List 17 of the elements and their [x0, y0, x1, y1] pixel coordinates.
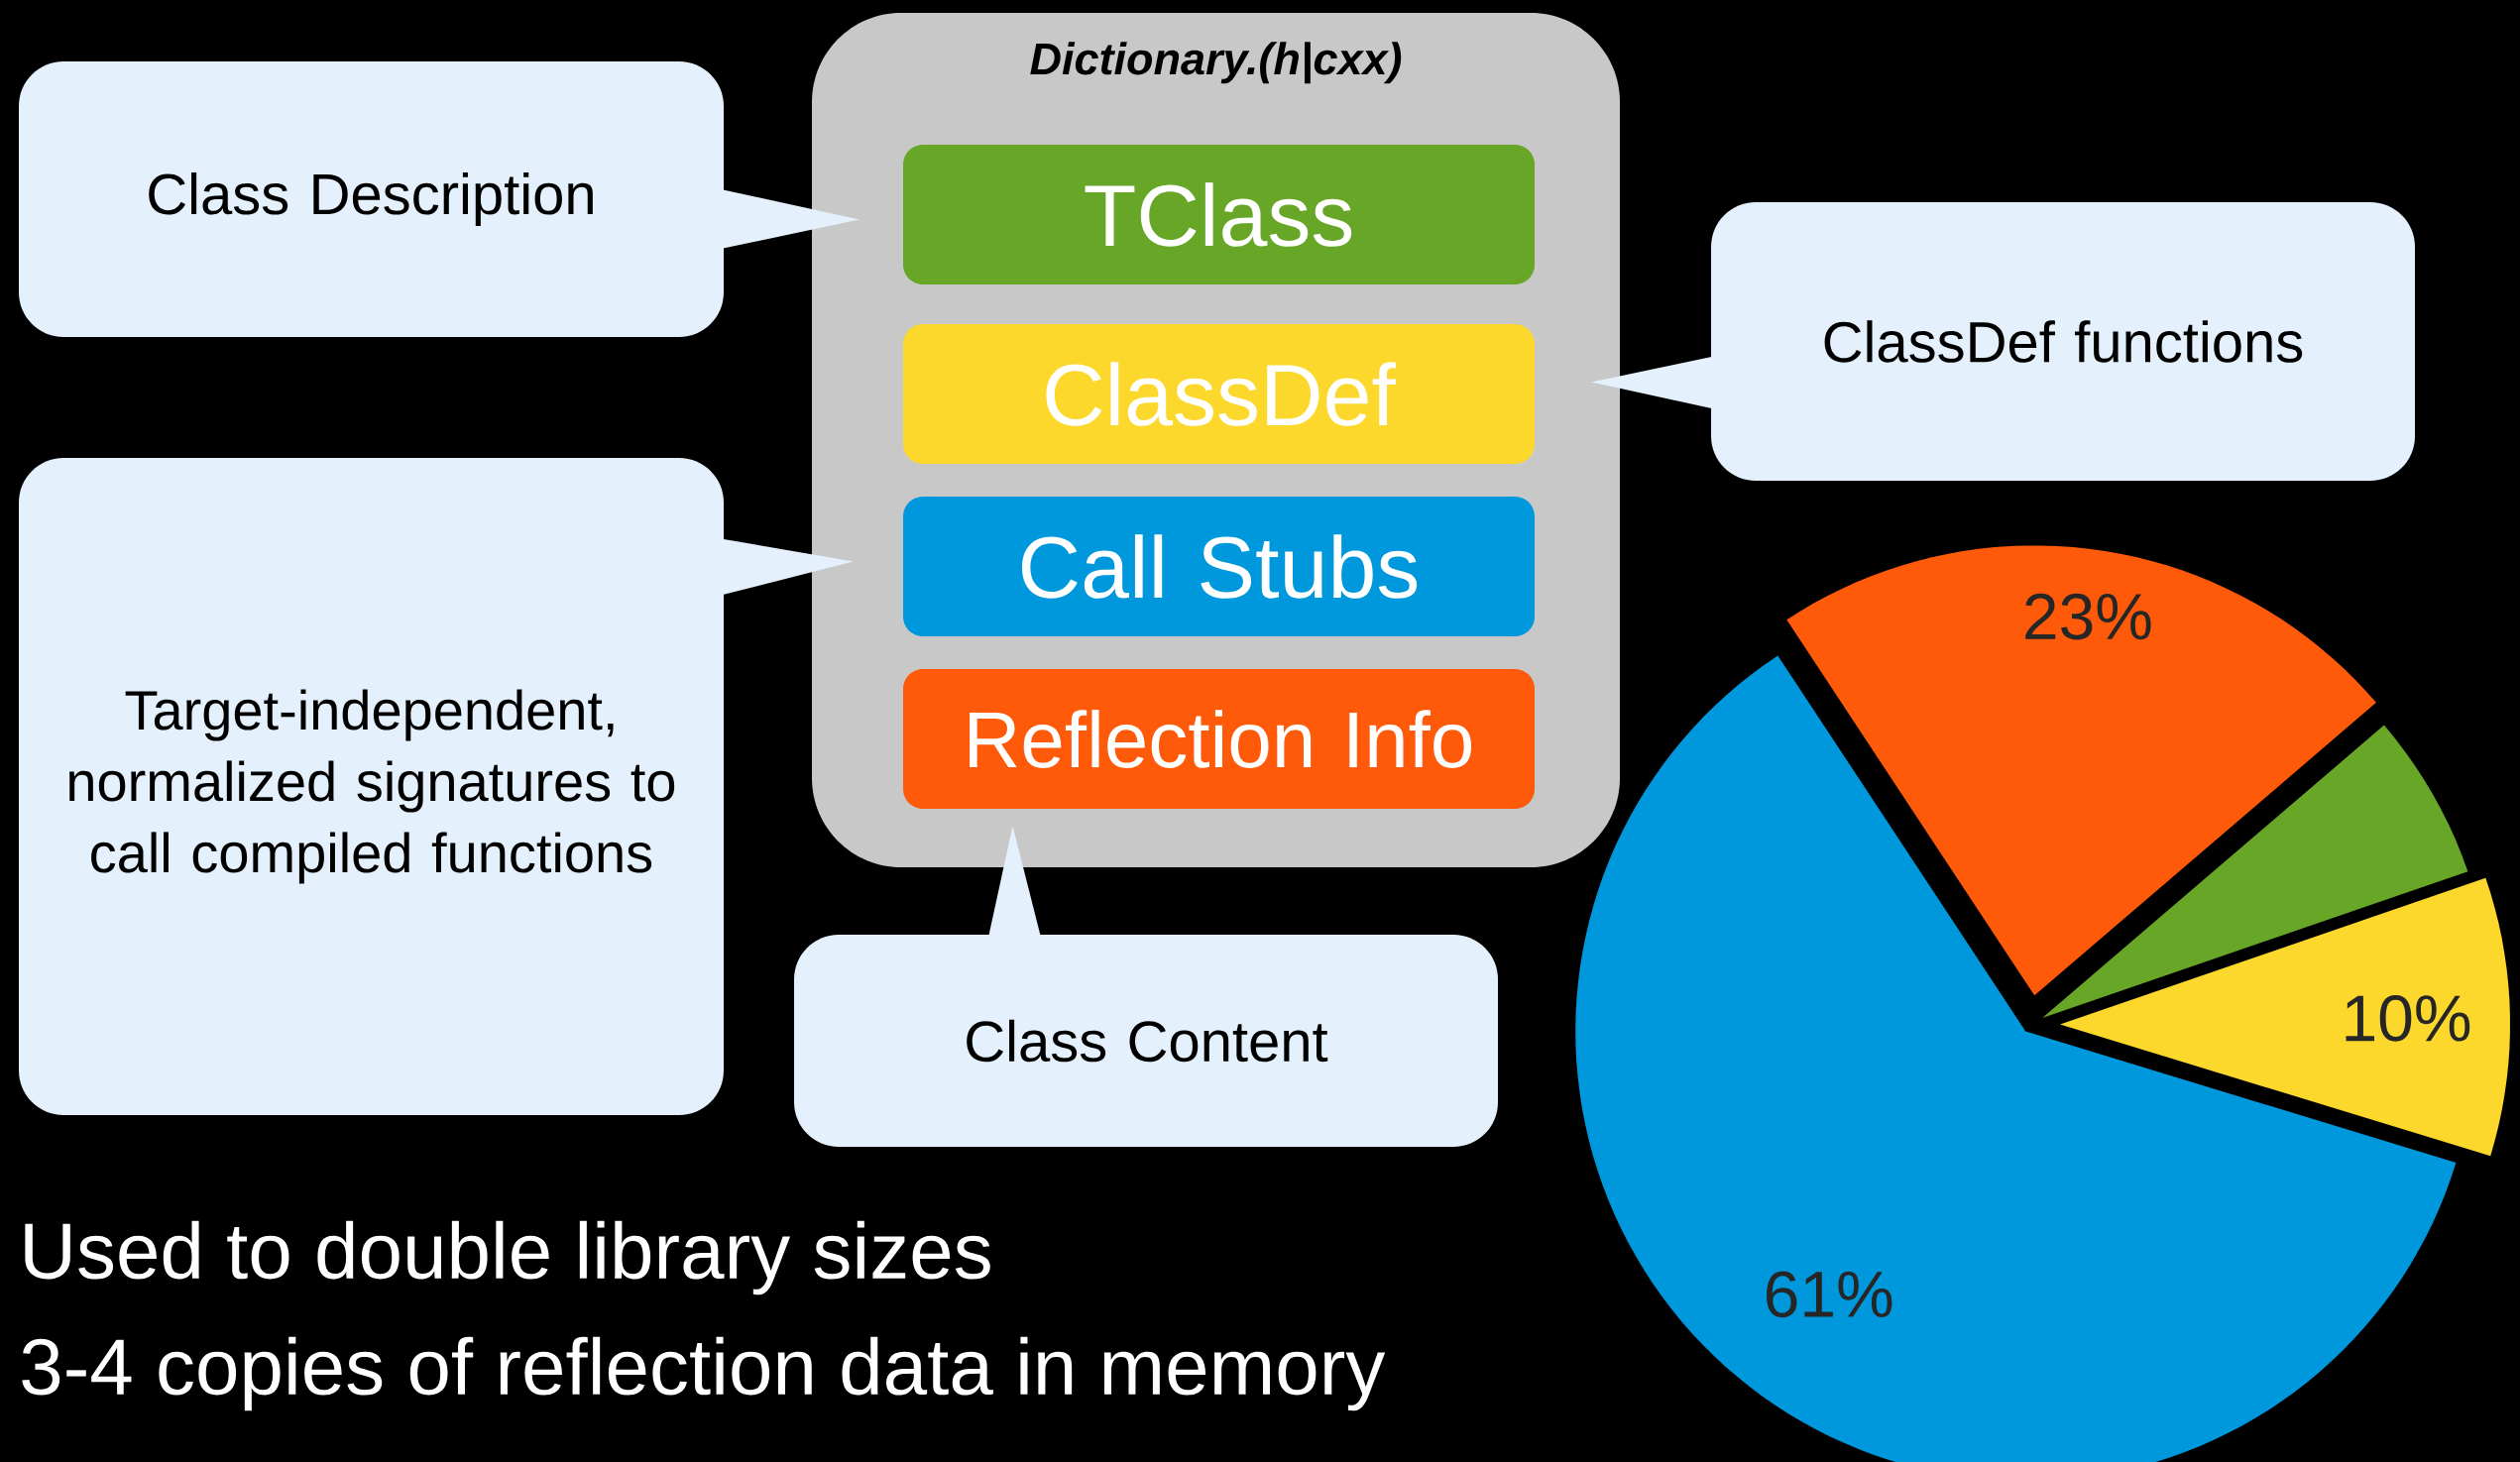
caption-text: 3-4 copies of reflection data in memory	[22, 1336, 1386, 1411]
value-label: 23%	[2025, 593, 2151, 640]
callout-box: Class Content	[794, 935, 1498, 1147]
value-label: 61%	[1767, 1271, 1892, 1318]
callout-pointer	[721, 538, 854, 596]
component-box: TClass	[903, 145, 1535, 284]
callout-box: Class Description	[19, 61, 724, 337]
callout-pointer	[988, 826, 1041, 938]
component-box: Reflection Info	[903, 669, 1535, 809]
component-box: ClassDef	[903, 324, 1535, 464]
value-label: 10%	[2346, 995, 2470, 1042]
callout-box: ClassDef functions	[1711, 202, 2416, 481]
callout-pointer	[1591, 356, 1714, 409]
component-box: Call Stubs	[903, 497, 1535, 636]
callout-box: Target-independent, normalized signatures to call compiled functions	[19, 458, 724, 1115]
callout-pointer	[721, 189, 859, 249]
caption-text: Used to double library sizes	[25, 1220, 990, 1295]
